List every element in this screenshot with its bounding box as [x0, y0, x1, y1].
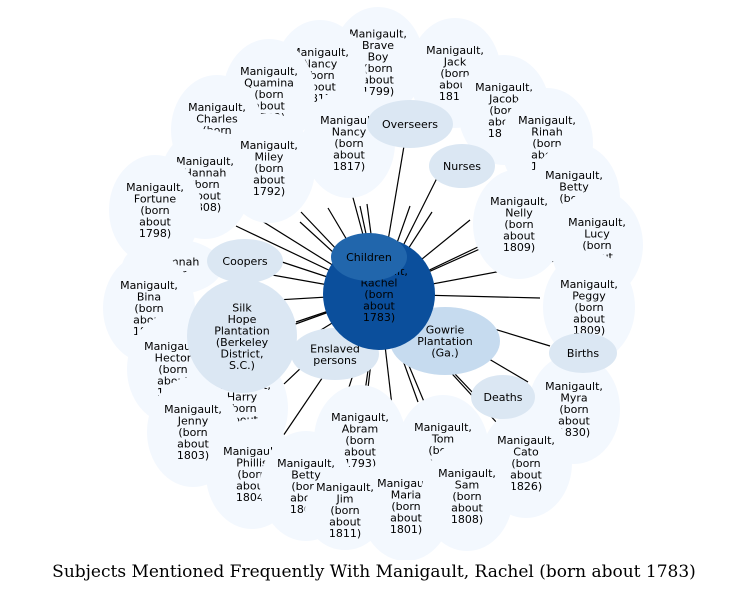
node-label-bina: Manigault,Bina(bornabout1800) [120, 279, 178, 338]
node-shape-b-mid [305, 470, 385, 550]
node-deaths: Deaths [471, 375, 535, 419]
diagram-caption: Subjects Mentioned Frequently With Manig… [52, 562, 696, 582]
node-shape-fortune [109, 155, 201, 265]
network-diagram: SavannahRiverManigault,BraveBoy(bornabou… [103, 7, 643, 560]
node-label-coopers: Coopers [222, 255, 267, 268]
node-children: Children [331, 233, 407, 281]
node-shape-coopers [207, 239, 283, 283]
node-label-children: Children [346, 251, 392, 264]
node-coopers: Coopers [207, 239, 283, 283]
node-layer: SavannahRiverManigault,BraveBoy(bornabou… [103, 7, 643, 560]
node-label-deaths: Deaths [484, 391, 523, 404]
node-shape-overseers [367, 100, 453, 148]
node-overseers: Overseers [367, 100, 453, 148]
node-shape-silk [187, 279, 297, 393]
node-label-nurses: Nurses [443, 160, 481, 173]
node-shape-r-1809 [543, 252, 635, 362]
node-births: Births [549, 333, 617, 373]
node-shape-deaths [471, 375, 535, 419]
node-label-overseers: Overseers [382, 118, 438, 131]
node-label-births: Births [567, 347, 599, 360]
node-shape-nurses [429, 144, 495, 188]
node-shape-children [331, 233, 407, 281]
node-shape-b-1808 [421, 441, 513, 551]
node-shape-births [549, 333, 617, 373]
node-nurses: Nurses [429, 144, 495, 188]
node-shape-nelly [473, 169, 565, 279]
